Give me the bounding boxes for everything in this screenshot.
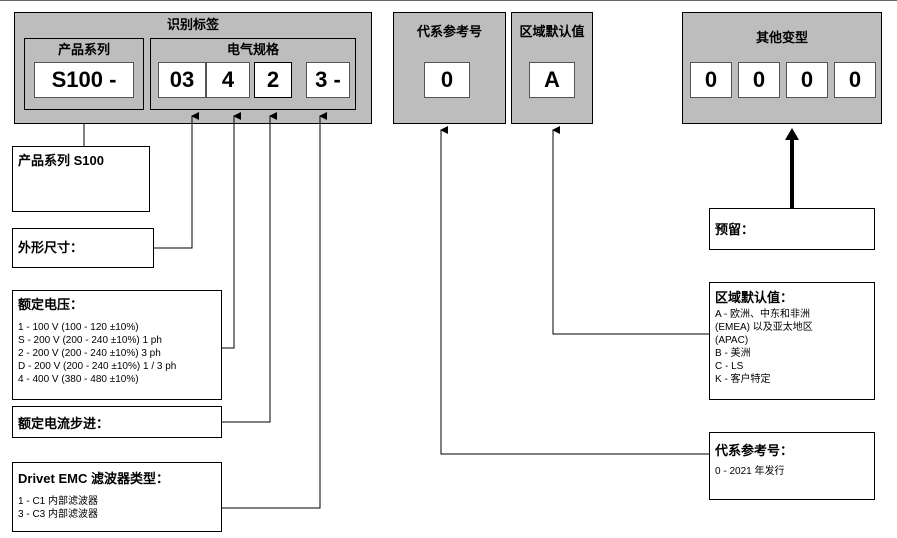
variant-code-3: 0 xyxy=(786,62,828,98)
region-option: A - 欧洲、中东和非洲 xyxy=(715,309,811,320)
voltage-code: 4 xyxy=(206,62,250,98)
link-voltage xyxy=(222,112,241,349)
link-emc-filter xyxy=(222,112,327,509)
region-option: K - 客户特定 xyxy=(715,374,771,385)
top-rule xyxy=(0,0,897,1)
emc-filter-option: 1 - C1 内部滤波器 xyxy=(18,496,99,507)
desc-product-series: 产品系列 S100 xyxy=(12,146,150,212)
desc-product-series-title: 产品系列 S100 xyxy=(18,153,104,168)
emc-filter-code: 3 - xyxy=(306,62,350,98)
voltage-option: S - 200 V (200 - 240 ±10%) 1 ph xyxy=(18,335,162,346)
product-series-code: S100 - xyxy=(34,62,134,98)
desc-reserved: 预留： xyxy=(709,208,875,250)
region-box: 区域默认值 xyxy=(511,12,593,124)
frame-size-code: 03 xyxy=(158,62,206,98)
generation-title: 代系参考号 xyxy=(416,24,482,39)
emc-filter-option: 3 - C3 内部滤波器 xyxy=(18,509,99,520)
desc-rated-voltage: 额定电压： 1 - 100 V (100 - 120 ±10%) S - 200… xyxy=(12,290,222,400)
desc-reserved-title: 预留： xyxy=(715,222,755,237)
voltage-option: 4 - 400 V (380 - 480 ±10%) xyxy=(18,374,139,385)
desc-current-step-title: 额定电流步进： xyxy=(18,416,110,431)
voltage-option: 2 - 200 V (200 - 240 ±10%) 3 ph xyxy=(18,348,161,359)
region-title: 区域默认值 xyxy=(519,24,585,39)
electrical-spec-title: 电气规格 xyxy=(226,42,279,57)
link-generation xyxy=(440,126,709,455)
region-option: (APAC) xyxy=(715,335,749,346)
generation-code: 0 xyxy=(424,62,470,98)
product-series-title: 产品系列 xyxy=(57,42,110,57)
desc-current-step: 额定电流步进： xyxy=(12,406,222,438)
desc-rated-voltage-title: 额定电压： xyxy=(18,297,84,312)
desc-generation-ref: 代系参考号： 0 - 2021 年发行 xyxy=(709,432,875,500)
desc-emc-filter: Drivet EMC 滤波器类型： 1 - C1 内部滤波器 3 - C3 内部… xyxy=(12,462,222,532)
desc-frame-size: 外形尺寸： xyxy=(12,228,154,268)
link-region xyxy=(552,126,709,335)
voltage-option: D - 200 V (200 - 240 ±10%) 1 / 3 ph xyxy=(18,361,177,372)
variant-code-2: 0 xyxy=(738,62,780,98)
desc-region-default-title: 区域默认值： xyxy=(715,290,794,305)
generation-option: 0 - 2021 年发行 xyxy=(715,466,785,477)
link-current-step xyxy=(222,112,277,423)
desc-emc-filter-title: Drivet EMC 滤波器类型： xyxy=(18,471,169,486)
region-code: A xyxy=(529,62,575,98)
current-step-code: 2 xyxy=(254,62,292,98)
desc-generation-ref-title: 代系参考号： xyxy=(715,443,794,458)
region-option: C - LS xyxy=(715,361,744,372)
link-reserved-arrowhead xyxy=(785,128,799,140)
variant-code-1: 0 xyxy=(690,62,732,98)
voltage-option: 1 - 100 V (100 - 120 ±10%) xyxy=(18,322,139,333)
other-variants-title: 其他变型 xyxy=(755,30,808,45)
desc-frame-size-title: 外形尺寸： xyxy=(18,240,84,255)
identification-label-title: 识别标签 xyxy=(166,17,219,32)
link-frame-size xyxy=(154,112,199,249)
region-option: (EMEA) 以及亚太地区 xyxy=(715,322,813,333)
region-option: B - 美洲 xyxy=(715,348,751,359)
variant-code-4: 0 xyxy=(834,62,876,98)
desc-region-default: 区域默认值： A - 欧洲、中东和非洲 (EMEA) 以及亚太地区 (APAC)… xyxy=(709,282,875,400)
